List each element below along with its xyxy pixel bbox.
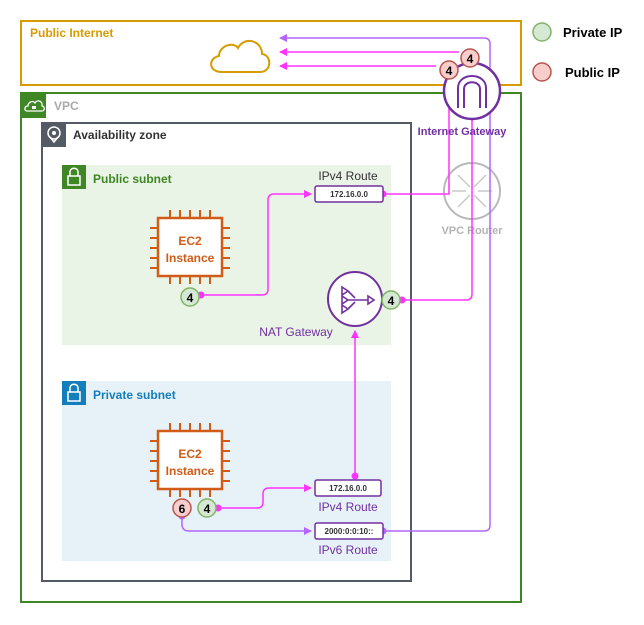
az-label: Availability zone — [73, 128, 167, 142]
legend-private-ip: Private IP — [532, 22, 623, 42]
badge-ec2-private-v6: 6 — [172, 498, 192, 518]
legend-private-label: Private IP — [563, 25, 623, 40]
route-cidr: 172.16.0.0 — [330, 190, 368, 199]
ec2-label-line2: Instance — [166, 464, 215, 478]
ec2-label-line1: EC2 — [178, 447, 202, 461]
vpc-box — [20, 92, 522, 603]
vpc-group: VPC — [20, 92, 522, 603]
nat-arrows-icon — [341, 285, 376, 315]
route-cidr: 172.16.0.0 — [329, 484, 367, 493]
svg-text:4: 4 — [204, 502, 211, 516]
svg-text:4: 4 — [388, 294, 395, 308]
route-private-v6: 2000:0:0:10:: IPv6 Route — [314, 522, 384, 557]
route-title: IPv4 Route — [318, 500, 378, 514]
v6route-to-igw-line — [279, 34, 491, 532]
availability-zone-group: Availability zone — [41, 122, 412, 582]
legend-public-ip: Public IP — [532, 62, 620, 82]
gateway-arch-icon — [457, 75, 487, 108]
vpc-label: VPC — [54, 99, 79, 113]
private-subnet-label: Private subnet — [93, 388, 176, 402]
svg-text:4: 4 — [446, 64, 453, 78]
ec2-instance-public: EC2 Instance — [150, 210, 230, 284]
badge-igw-right: 4 — [460, 48, 480, 68]
svg-text:4: 4 — [187, 291, 194, 305]
location-pin-icon — [47, 126, 61, 144]
chip-pins — [150, 423, 230, 497]
svg-text:6: 6 — [179, 502, 186, 516]
legend-private-swatch — [532, 22, 552, 42]
legend: Private IP Public IP — [532, 22, 623, 82]
route-cidr: 2000:0:0:10:: — [325, 527, 374, 536]
legend-public-label: Public IP — [565, 65, 620, 80]
availability-zone-box — [41, 122, 412, 582]
nat-to-igw-line — [402, 68, 473, 301]
chip-icon — [156, 429, 224, 491]
chip-icon — [156, 216, 224, 278]
legend-public-swatch — [532, 62, 552, 82]
nat-gateway-label: NAT Gateway — [259, 325, 333, 339]
router-arrows — [452, 174, 492, 208]
ec2-instance-private: EC2 Instance — [150, 423, 230, 497]
route-box — [314, 522, 384, 540]
svg-text:4: 4 — [467, 52, 474, 66]
route-title: IPv6 Route — [318, 543, 378, 557]
internet-gateway-label: Internet Gateway — [418, 126, 508, 138]
nat-gateway: NAT Gateway — [259, 271, 383, 339]
lock-icon — [67, 383, 81, 402]
ec2-label-line1: EC2 — [178, 234, 202, 248]
chip-pins — [150, 210, 230, 284]
route-public: IPv4 Route 172.16.0.0 — [314, 169, 384, 203]
cloud-icon — [210, 39, 271, 73]
private-ec2-to-v6route-line — [181, 516, 312, 535]
badge-nat-out: 4 — [381, 290, 401, 310]
public-internet-group: Public Internet — [20, 20, 522, 86]
route-private-v4: 172.16.0.0 IPv4 Route — [314, 479, 382, 514]
public-internet-label: Public Internet — [30, 26, 113, 40]
badge-igw-left: 4 — [439, 60, 459, 80]
ec2-to-route-line — [201, 190, 312, 296]
badge-ec2-public: 4 — [180, 287, 200, 307]
lock-icon — [67, 167, 81, 186]
route-box — [314, 185, 384, 203]
route-box — [314, 479, 382, 497]
route-to-igw-line — [383, 78, 450, 195]
public-internet-box — [20, 20, 522, 86]
private-ec2-to-route-line — [218, 484, 312, 509]
badge-ec2-private-v4: 4 — [197, 498, 217, 518]
vpc-cloud-lock-icon — [24, 100, 45, 112]
ec2-label-line2: Instance — [166, 251, 215, 265]
ipv4-private-flow — [214, 330, 359, 512]
route-title: IPv4 Route — [318, 169, 378, 183]
public-subnet-label: Public subnet — [93, 172, 172, 186]
ipv4-public-flow — [197, 48, 473, 304]
